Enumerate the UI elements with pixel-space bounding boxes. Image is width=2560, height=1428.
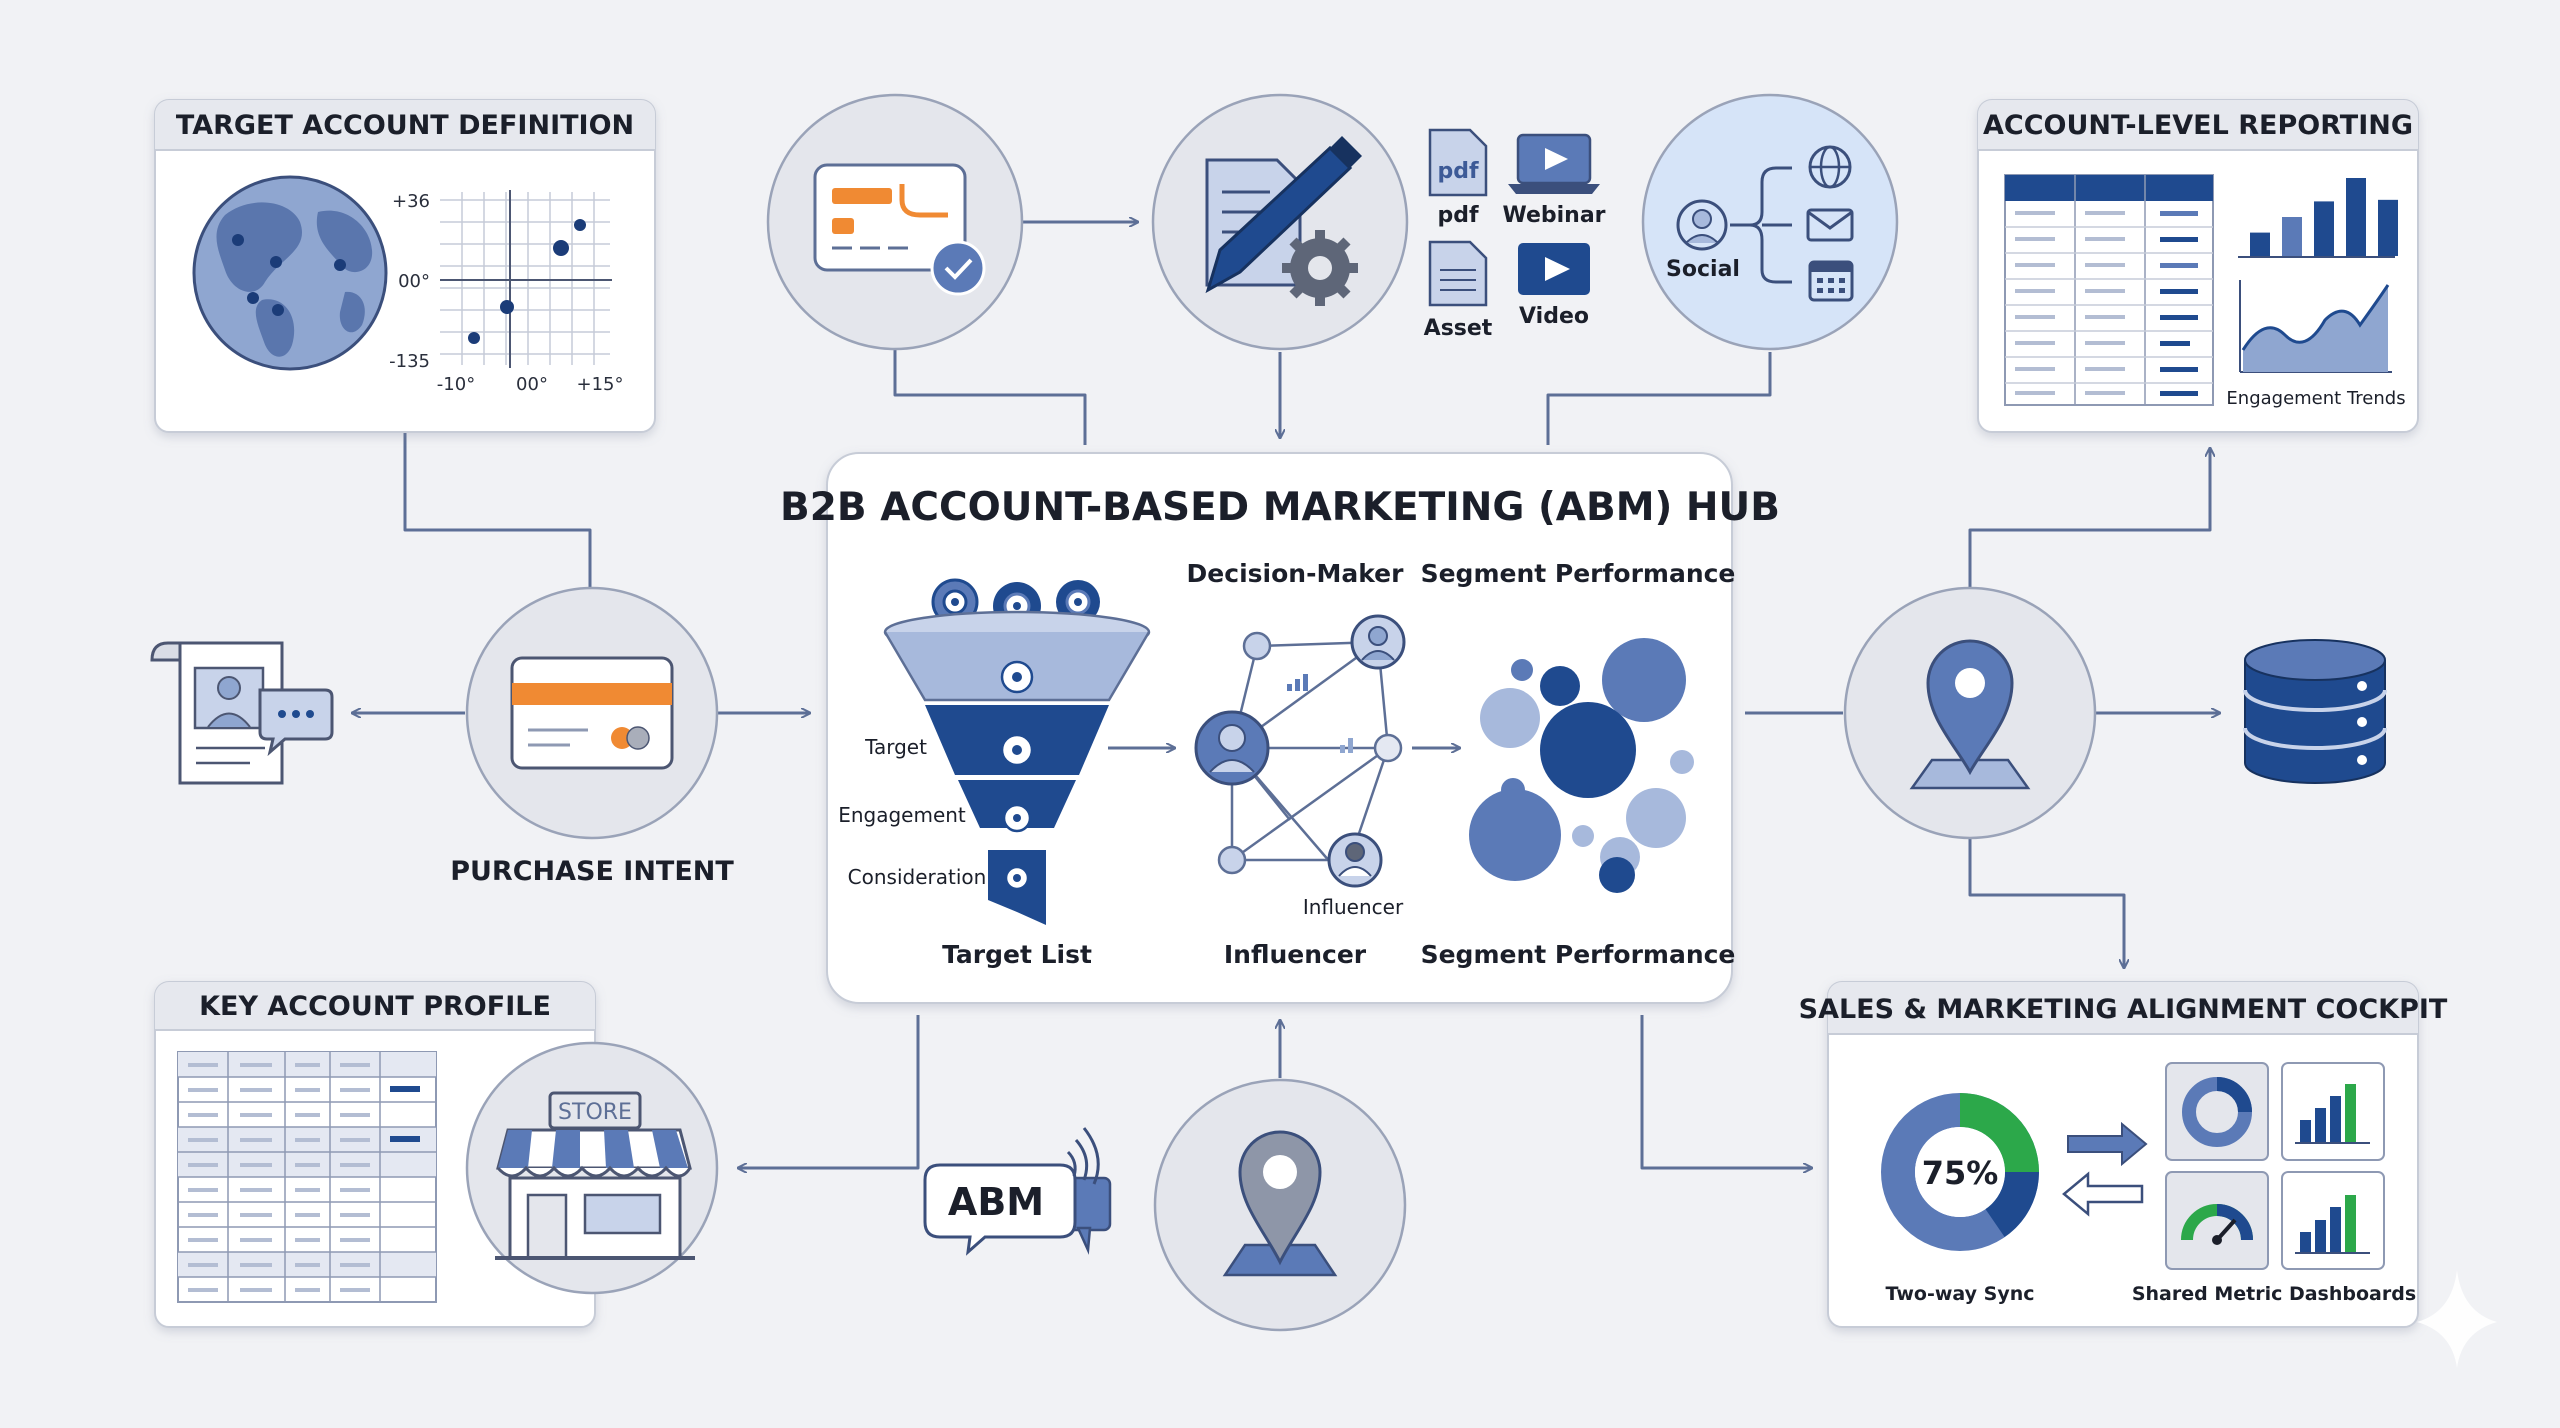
connector-social-to-hub: [1546, 352, 1772, 445]
donut-value: 75%: [1922, 1154, 1999, 1192]
webinar-laptop-icon: [1508, 133, 1600, 194]
social-label: Social: [1666, 257, 1740, 282]
video-play-icon: [1518, 243, 1590, 295]
engagement-trends-label: Engagement Trends: [2226, 388, 2405, 409]
credit-card-icon: [510, 656, 674, 770]
account-level-reporting-title: ACCOUNT-LEVEL REPORTING: [1983, 110, 2413, 141]
report-bar: [2250, 232, 2270, 256]
shared-metric-dashboards-label: Shared Metric Dashboards: [2132, 1283, 2416, 1305]
influencer-caption: Influencer: [1224, 940, 1367, 969]
connector-card-to-hub: [893, 350, 1087, 445]
purchase-intent-label: PURCHASE INTENT: [450, 856, 734, 887]
influencer-node-label: Influencer: [1303, 895, 1404, 919]
x-tick-middle: 00°: [516, 374, 548, 395]
target-account-definition-panel: TARGET ACCOUNT DEFINITION: [154, 99, 656, 433]
report-bar: [2314, 201, 2334, 256]
dashboard-ring-tile: [2165, 1062, 2269, 1161]
y-tick-top: +36: [392, 191, 430, 212]
funnel-label-engagement: Engagement: [838, 803, 966, 827]
alignment-cockpit-panel: SALES & MARKETING ALIGNMENT COCKPIT 75% …: [1799, 981, 2448, 1328]
decision-maker-avatar: [1350, 614, 1406, 670]
target-account-definition-title: TARGET ACCOUNT DEFINITION: [176, 110, 634, 141]
funnel-label-target: Target: [864, 735, 927, 759]
influencer-avatar: [1327, 832, 1383, 888]
map-pin-icon: [1909, 639, 2031, 790]
x-tick-right: +15°: [577, 374, 624, 395]
payment-verification-node: [766, 93, 1024, 351]
asset-label-webinar: Webinar: [1502, 203, 1605, 228]
purchase-intent-node: PURCHASE INTENT: [450, 586, 734, 887]
globe-small-icon: [1808, 145, 1852, 189]
map-pin-icon-bottom: [1222, 1130, 1338, 1277]
asset-label-video: Video: [1519, 304, 1589, 329]
connector-hub-to-profile: [738, 1015, 920, 1168]
segment-performance-caption: Segment Performance: [1421, 940, 1736, 969]
profile-document-chat-icon: [150, 641, 334, 785]
location-node-right: [1843, 586, 2097, 840]
y-tick-middle: 00°: [398, 271, 430, 292]
content-creation-node: [1151, 93, 1409, 351]
email-icon: [1806, 208, 1854, 242]
broadcast-waves-icon: [1066, 1127, 1100, 1185]
two-way-sync-arrows: [2062, 1121, 2148, 1217]
funnel-target-markers: [1000, 660, 1034, 891]
storefront-icon: STORE: [495, 1091, 695, 1260]
content-assets: pdf pdf Webinar Asset Video: [1424, 128, 1606, 341]
account-level-reporting-panel: ACCOUNT-LEVEL REPORTING: [1977, 99, 2419, 433]
abm-hub-panel: B2B ACCOUNT-BASED MARKETING (ABM) HUB De…: [780, 452, 1780, 1004]
connector-hub-to-cockpit: [1640, 1015, 1812, 1168]
two-way-sync-label: Two-way Sync: [1885, 1283, 2034, 1305]
report-bar-chart: [2250, 178, 2398, 256]
user-profile-icon: [1676, 199, 1728, 251]
dashboard-bar-tile-top: [2281, 1062, 2385, 1161]
target-list-caption: Target List: [942, 940, 1092, 969]
key-account-profile-panel: KEY ACCOUNT PROFILE: [154, 981, 596, 1328]
asset-label-asset: Asset: [1424, 316, 1493, 341]
connector-location-to-reporting: [1968, 448, 2210, 590]
abm-speech-bubble: ABM: [923, 1127, 1112, 1256]
pdf-glyph: pdf: [1437, 159, 1478, 184]
segment-performance-heading: Segment Performance: [1421, 559, 1736, 588]
report-bar: [2346, 178, 2366, 256]
engagement-trend-chart: [2239, 280, 2392, 373]
y-tick-bottom: -135: [389, 351, 430, 372]
segment-bubbles: [1469, 638, 1694, 893]
abm-bubble-text: ABM: [948, 1180, 1044, 1224]
scatter-grid: +36 00° -135 -10° 00° +15°: [389, 190, 624, 395]
sparkle-icon: [2417, 1270, 2497, 1368]
key-account-profile-title: KEY ACCOUNT PROFILE: [199, 991, 551, 1022]
report-bar: [2282, 217, 2302, 256]
calendar-icon: [1808, 260, 1854, 302]
pdf-file-icon: pdf: [1428, 128, 1488, 197]
target-funnel: Target Engagement Consideration: [838, 578, 1151, 925]
report-bar: [2378, 199, 2398, 256]
store-node: STORE: [465, 1041, 719, 1295]
alignment-donut: 75%: [1881, 1093, 2039, 1251]
connector-definition-to-intent: [403, 432, 592, 590]
alignment-cockpit-title: SALES & MARKETING ALIGNMENT COCKPIT: [1799, 994, 2448, 1025]
decision-maker-heading: Decision-Maker: [1187, 559, 1405, 588]
document-asset-icon: [1428, 240, 1488, 307]
key-contact-avatar: [1194, 710, 1270, 786]
asset-label-pdf: pdf: [1437, 203, 1478, 228]
location-node-bottom: [1153, 1078, 1407, 1332]
decision-maker-network: Influencer: [1194, 614, 1406, 919]
report-table: [2004, 174, 2214, 406]
database-icon: [2243, 639, 2387, 784]
dashboard-bar-tile-bottom: [2281, 1171, 2385, 1270]
profile-table: [177, 1051, 437, 1303]
connectors: [352, 222, 2220, 1168]
dashboard-gauge-tile: [2165, 1171, 2269, 1270]
hub-title: B2B ACCOUNT-BASED MARKETING (ABM) HUB: [780, 485, 1780, 530]
funnel-label-consideration: Consideration: [848, 865, 987, 889]
social-node: Social: [1641, 93, 1899, 351]
store-sign-text: STORE: [558, 1100, 632, 1125]
pen-document-gear-icon: [1205, 136, 1362, 306]
globe-icon: [192, 175, 388, 371]
connector-location-to-cockpit: [1968, 837, 2124, 968]
x-tick-left: -10°: [437, 374, 475, 395]
verified-card-icon: [813, 163, 986, 296]
